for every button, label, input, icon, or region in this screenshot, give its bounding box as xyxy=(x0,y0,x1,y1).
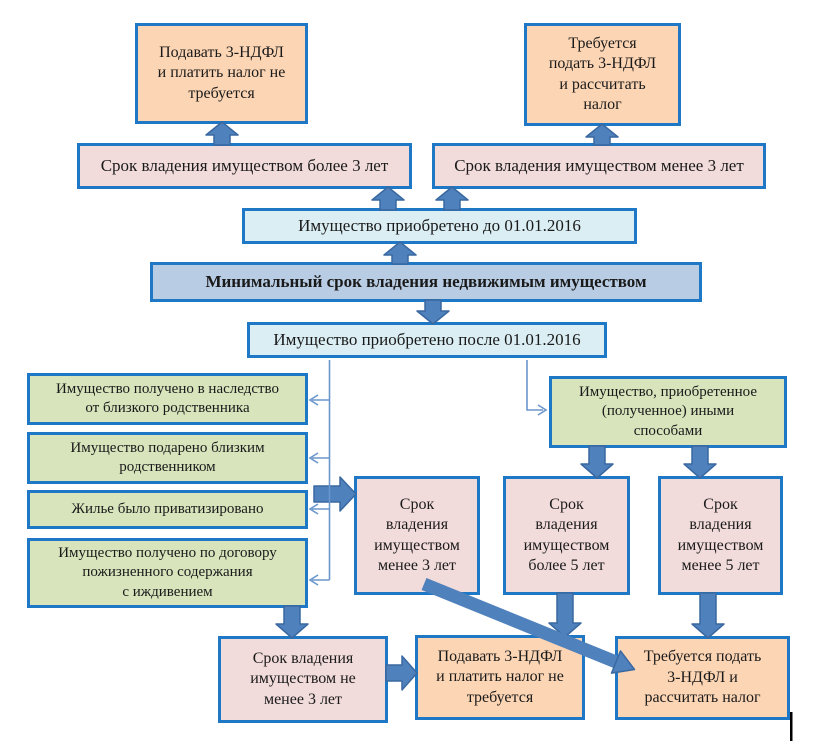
arrowhead-annuity xyxy=(308,574,319,586)
arrowhead-inherited xyxy=(308,394,319,406)
arrow-down-annuity-to-not-less-3 xyxy=(275,605,309,639)
arrow-right-group-to-less-3-after xyxy=(313,476,357,512)
node-result-no-tax-bottom: Подавать 3-НДФЛ и платить налог не требу… xyxy=(415,635,585,720)
node-acquired-before: Имущество приобретено до 01.01.2016 xyxy=(242,208,637,244)
arrow-down-more-5-to-no-tax xyxy=(548,592,582,638)
connector-other-ways xyxy=(526,360,543,411)
node-own-less-3: Срок владения имуществом менее 3 лет xyxy=(432,143,766,189)
node-own-less-5: Срок владения имуществом менее 5 лет xyxy=(658,476,783,595)
arrowhead-gifted xyxy=(308,452,319,464)
arrow-down-less-5-to-tax xyxy=(691,592,725,639)
arrow-up-title-to-before xyxy=(383,241,417,265)
node-result-tax-top: Требуется подать 3-НДФЛ и рассчитать нал… xyxy=(524,23,681,126)
text-cursor xyxy=(790,712,793,741)
arrow-up-before-to-less-3 xyxy=(435,186,469,211)
node-inherited: Имущество получено в наследство от близк… xyxy=(27,373,308,425)
node-privatized: Жилье было приватизировано xyxy=(27,490,308,529)
node-own-more-3: Срок владения имуществом более 3 лет xyxy=(77,143,412,189)
node-own-not-less-3: Срок владения имуществом не менее 3 лет xyxy=(218,636,388,723)
arrow-down-title-to-after xyxy=(416,299,450,325)
node-gifted: Имущество подарено близким родственником xyxy=(27,432,308,484)
arrow-up-own-less-3-to-tax xyxy=(585,123,619,146)
arrowhead-privatized xyxy=(308,503,319,515)
node-title-bar: Минимальный срок владения недвижимым иму… xyxy=(150,262,702,302)
node-acquired-after: Имущество приобретено после 01.01.2016 xyxy=(247,322,607,358)
node-own-more-5: Срок владения имуществом более 5 лет xyxy=(503,476,630,595)
arrow-up-before-to-more-3 xyxy=(371,186,405,211)
node-result-no-tax-top: Подавать 3-НДФЛ и платить налог не требу… xyxy=(135,23,308,124)
arrow-up-own-more-3-to-no-tax xyxy=(205,121,239,146)
arrow-down-other-to-less-5 xyxy=(683,445,717,479)
arrowhead-other-ways xyxy=(537,404,548,416)
arrow-down-other-to-more-5 xyxy=(580,445,614,479)
node-result-tax-bottom: Требуется подать 3-НДФЛ и рассчитать нал… xyxy=(615,636,790,720)
node-other-ways: Имущество, приобретенное (полученное) ин… xyxy=(549,376,787,448)
node-own-less-3-after: Срок владения имуществом менее 3 лет xyxy=(354,476,480,595)
arrow-right-not-less-3-to-no-tax xyxy=(385,655,418,691)
node-annuity: Имущество получено по договору пожизненн… xyxy=(27,538,308,608)
